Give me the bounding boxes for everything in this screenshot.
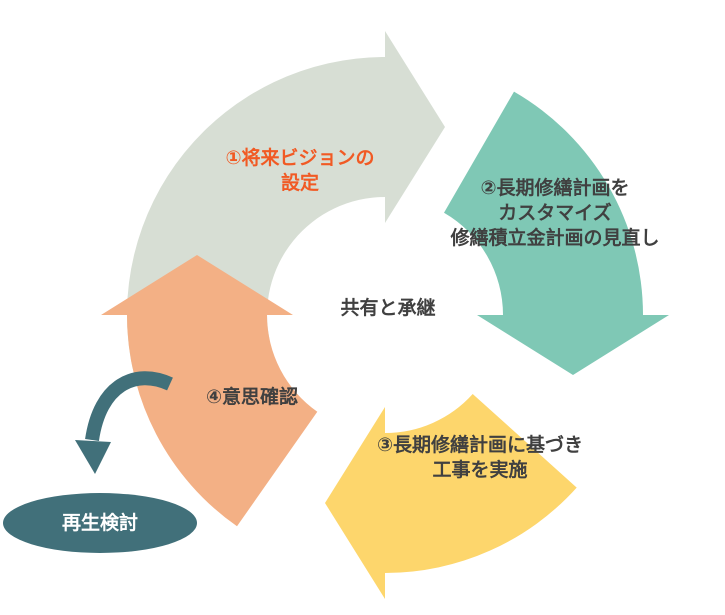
step-2-label: ②長期修繕計画を カスタマイズ 修繕積立金計画の見直し bbox=[405, 176, 705, 251]
step-3-label-line-2: 工事を実施 bbox=[432, 459, 528, 481]
step-1-label-line-1: ①将来ビジョンの bbox=[225, 147, 375, 169]
step-2-label-line-2: カスタマイズ bbox=[498, 202, 612, 224]
review-label: 再生検討 bbox=[0, 493, 200, 553]
review-connector-arrow bbox=[85, 371, 173, 442]
center-label: 共有と承継 bbox=[308, 296, 468, 321]
step-2-label-line-1: ②長期修繕計画を bbox=[480, 177, 630, 199]
step-1-label-line-2: 設定 bbox=[280, 172, 319, 194]
review-oval bbox=[3, 493, 197, 553]
review-label-text: 再生検討 bbox=[61, 512, 138, 534]
step-4-label: ④意思確認 bbox=[182, 385, 322, 410]
step-4-label-line-1: ④意思確認 bbox=[205, 386, 299, 408]
step-3-arrow bbox=[325, 394, 577, 599]
review-connector-arrowhead bbox=[75, 440, 111, 474]
step-3-label: ③長期修繕計画に基づき 工事を実施 bbox=[330, 433, 630, 483]
step-4-arrow bbox=[101, 255, 318, 527]
step-1-label: ①将来ビジョンの 設定 bbox=[190, 146, 410, 196]
step-2-label-line-3: 修繕積立金計画の見直し bbox=[450, 227, 660, 249]
step-3-label-line-1: ③長期修繕計画に基づき bbox=[376, 434, 584, 456]
center-label-text: 共有と承継 bbox=[340, 297, 436, 319]
step-2-arrow bbox=[444, 91, 669, 375]
